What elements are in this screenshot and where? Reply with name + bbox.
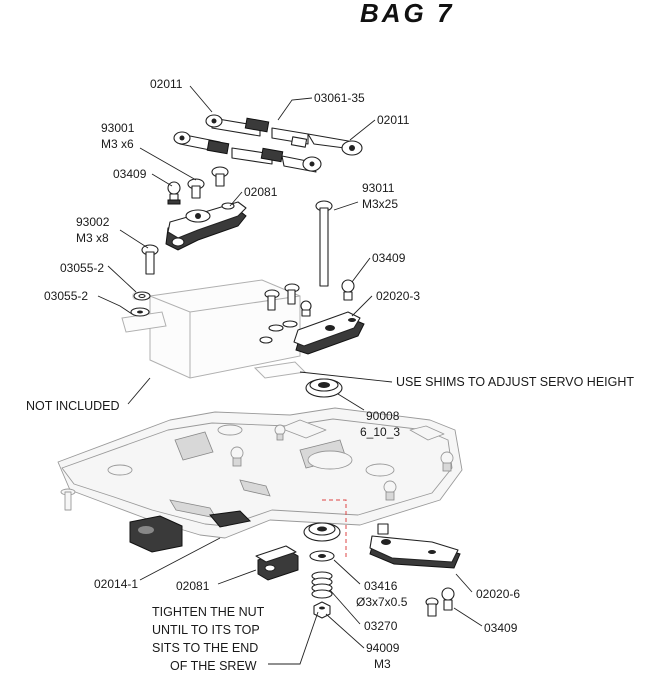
label-93002-part: 93002 (76, 215, 110, 229)
screw-93001-b (211, 166, 229, 187)
label-03270: 03270 (364, 619, 398, 633)
bellcrank-02020-3 (293, 311, 365, 355)
label-93001-size: M3 x6 (101, 137, 134, 151)
label-02020-3: 02020-3 (376, 289, 420, 303)
label-tighten-line-3: SITS TO THE END (152, 641, 258, 655)
chassis-ball-stud-2 (440, 451, 454, 472)
turnbuckle-lower-03061-35 (173, 131, 322, 173)
screw-93001-a (187, 178, 205, 199)
label-03055-2-lower: 03055-2 (44, 289, 88, 303)
label-94009-part: 94009 (366, 641, 400, 655)
label-tighten-line-1: TIGHTEN THE NUT (152, 605, 265, 619)
label-02081-top: 02081 (244, 185, 278, 199)
chassis-ball-stud-4 (274, 424, 286, 441)
label-02014-1: 02014-1 (94, 577, 138, 591)
servo-horn-02081-lower (255, 545, 299, 581)
spring-03270 (311, 571, 333, 599)
bellcrank-02020-6 (369, 523, 461, 569)
label-03416-part: 03416 (364, 579, 398, 593)
label-03416-size: Ø3x7x0.5 (356, 595, 408, 609)
servo-horn-02081 (165, 201, 247, 251)
label-tighten-line-4: OF THE SREW (170, 659, 257, 673)
label-93011-part: 93011 (362, 181, 395, 195)
ball-stud-03409-b (341, 279, 355, 301)
label-03409-top: 03409 (113, 167, 147, 181)
label-03055-2-upper: 03055-2 (60, 261, 104, 275)
bellcrank-mount-02014-1 (129, 510, 252, 553)
washer-03055-2-a (133, 291, 151, 301)
label-94009-size: M3 (374, 657, 391, 671)
label-03061-35: 03061-35 (314, 91, 365, 105)
label-use-shims: USE SHIMS TO ADJUST SERVO HEIGHT (396, 375, 634, 389)
label-02081-lower: 02081 (176, 579, 210, 593)
servo-body (121, 279, 307, 379)
shim-03416 (309, 550, 335, 562)
label-02020-6: 02020-6 (476, 587, 520, 601)
turnbuckle-upper-02011 (205, 114, 363, 156)
label-02011-top: 02011 (150, 77, 183, 91)
bearing-90008 (305, 378, 343, 398)
label-02011-right: 02011 (377, 113, 410, 127)
chassis-plate (57, 407, 463, 539)
bearing-lower (303, 522, 341, 542)
label-not-included: NOT INCLUDED (26, 399, 120, 413)
loose-screw-left (60, 488, 76, 511)
servo-screw-set (259, 283, 312, 344)
label-93002-size: M3 x8 (76, 231, 109, 245)
ball-stud-03409-d (441, 587, 455, 611)
label-03409-lower: 03409 (484, 621, 518, 635)
leader-lines (97, 85, 483, 665)
chassis-ball-stud-1 (230, 446, 244, 467)
chassis-ball-stud-3 (383, 480, 397, 501)
washer-03055-2-b (130, 307, 150, 317)
label-93011-size: M3x25 (362, 197, 398, 211)
label-90008-size: 6_10_3 (360, 425, 400, 439)
long-screw-93011 (315, 200, 333, 287)
label-90008-part: 90008 (366, 409, 400, 423)
screw-93002 (141, 244, 159, 275)
label-93001-part: 93001 (101, 121, 135, 135)
ball-stud-03409-a (167, 181, 181, 205)
assembly-guide-line (322, 499, 347, 560)
label-tighten-line-2: UNTIL TO ITS TOP (152, 623, 260, 637)
ball-stud-03409-c (425, 597, 439, 617)
label-03409-right: 03409 (372, 251, 406, 265)
bag-title: BAG 7 (360, 0, 454, 28)
